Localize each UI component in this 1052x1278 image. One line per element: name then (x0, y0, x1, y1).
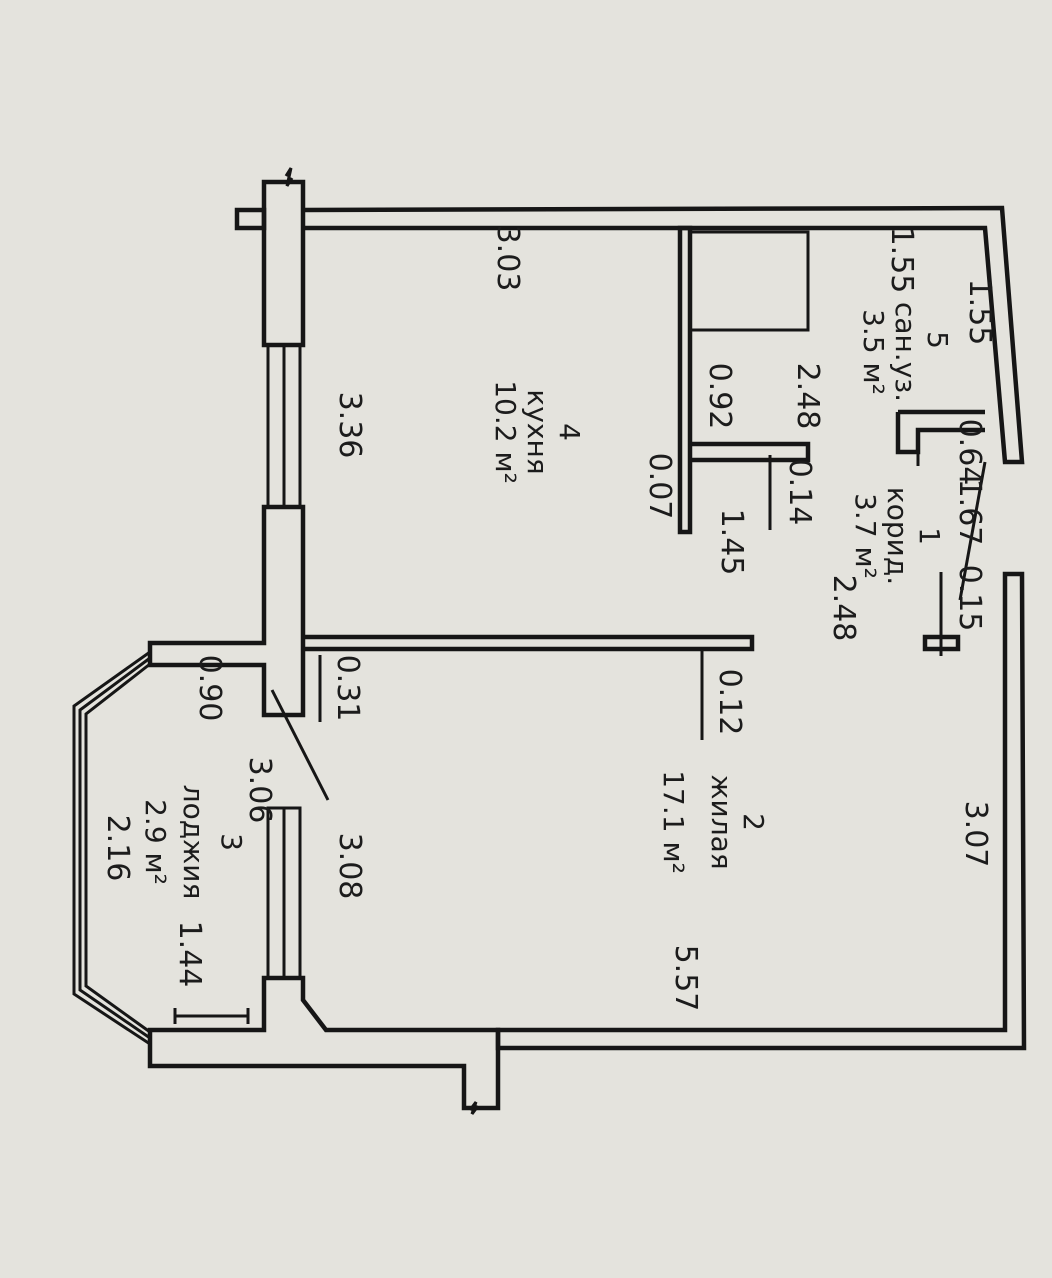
room-bathroom-name: сан.уз. (889, 302, 922, 402)
dim-partition-007: 0.07 (642, 453, 677, 520)
room-corridor-number: 1 (913, 527, 946, 545)
room-living-area: 17.1 м² (657, 770, 690, 874)
living-window (266, 806, 302, 980)
dimension-lines (173, 438, 943, 1024)
loggia-glazing (72, 650, 151, 1046)
dim-living-557: 5.57 (668, 945, 703, 1012)
room-bathroom-number: 5 (921, 331, 954, 349)
room-living-name: жилая (705, 774, 738, 869)
kitchen-left-wall (261, 179, 306, 348)
dim-kitchen-top: 3.03 (490, 225, 525, 292)
dim-bath-length: 1.55 (962, 279, 997, 346)
kitchen-bath-partition (677, 225, 693, 535)
break-mark-bottom (468, 1101, 480, 1115)
dim-partition-092: 0.92 (702, 363, 737, 430)
bathtub (690, 230, 810, 332)
dim-bath-width: 1.55 (884, 227, 919, 294)
room-living-number: 2 (737, 813, 770, 831)
dim-living-308: 3.08 (332, 833, 367, 900)
room-kitchen-name: кухня (521, 389, 554, 474)
dim-corridor-015: 0.15 (952, 565, 987, 632)
bath-lower-wall (690, 441, 811, 463)
break-mark-top (284, 167, 294, 187)
dim-partition-014: 0.14 (782, 459, 817, 526)
dim-kitchen-window-side: 3.36 (332, 392, 367, 459)
kitchen-window (266, 343, 302, 509)
dim-bath-inner: 2.48 (790, 363, 825, 430)
room-living: 2 жилая 17.1 м² (657, 770, 770, 874)
dim-loggia-306: 3.06 (242, 757, 277, 824)
kitchen-left-wall-stub (234, 207, 267, 231)
room-corridor-area: 3.7 м² (849, 493, 882, 579)
room-corridor: 1 корид. 3.7 м² (849, 487, 946, 585)
room-loggia-area: 2.9 м² (139, 799, 172, 885)
room-kitchen: 4 кухня 10.2 м² (489, 380, 586, 484)
dim-living-307: 3.07 (958, 801, 993, 868)
corridor-slant (958, 461, 987, 601)
dimension-labels: 3.03 3.36 1.55 1.55 2.48 0.92 0.07 1.45 … (100, 225, 997, 1012)
mid-left-wall (147, 504, 306, 718)
corridor-door-jamb (922, 634, 961, 652)
dim-loggia-090: 0.90 (192, 655, 227, 722)
room-kitchen-area: 10.2 м² (489, 380, 522, 484)
room-loggia: 3 лоджия 2.9 м² (139, 785, 248, 900)
room-kitchen-number: 4 (553, 423, 586, 441)
top-outer-wall (302, 205, 1025, 465)
dim-loggia-144: 1.44 (172, 921, 207, 988)
room-bathroom-area: 3.5 м² (857, 309, 890, 395)
dim-living-012: 0.12 (712, 669, 747, 736)
room-loggia-number: 3 (215, 833, 248, 851)
dim-bath-064: 0.64 (952, 419, 987, 486)
bottom-left-wall (147, 975, 501, 1111)
room-corridor-name: корид. (881, 487, 914, 585)
kitchen-living-partition (303, 634, 755, 652)
dim-loggia-031: 0.31 (330, 655, 365, 722)
room-loggia-name: лоджия (177, 785, 210, 900)
room-labels: 4 кухня 10.2 м² 2 жилая 17.1 м² 1 корид.… (139, 302, 954, 899)
right-outer-wall (495, 571, 1027, 1051)
dim-corridor-167: 1.67 (952, 479, 987, 546)
dim-loggia-216: 2.16 (100, 815, 135, 882)
dim-corridor-248: 2.48 (826, 575, 861, 642)
dim-partition-145: 1.45 (714, 509, 749, 576)
walls (72, 167, 1027, 1115)
room-bathroom: 5 сан.уз. 3.5 м² (857, 302, 954, 402)
